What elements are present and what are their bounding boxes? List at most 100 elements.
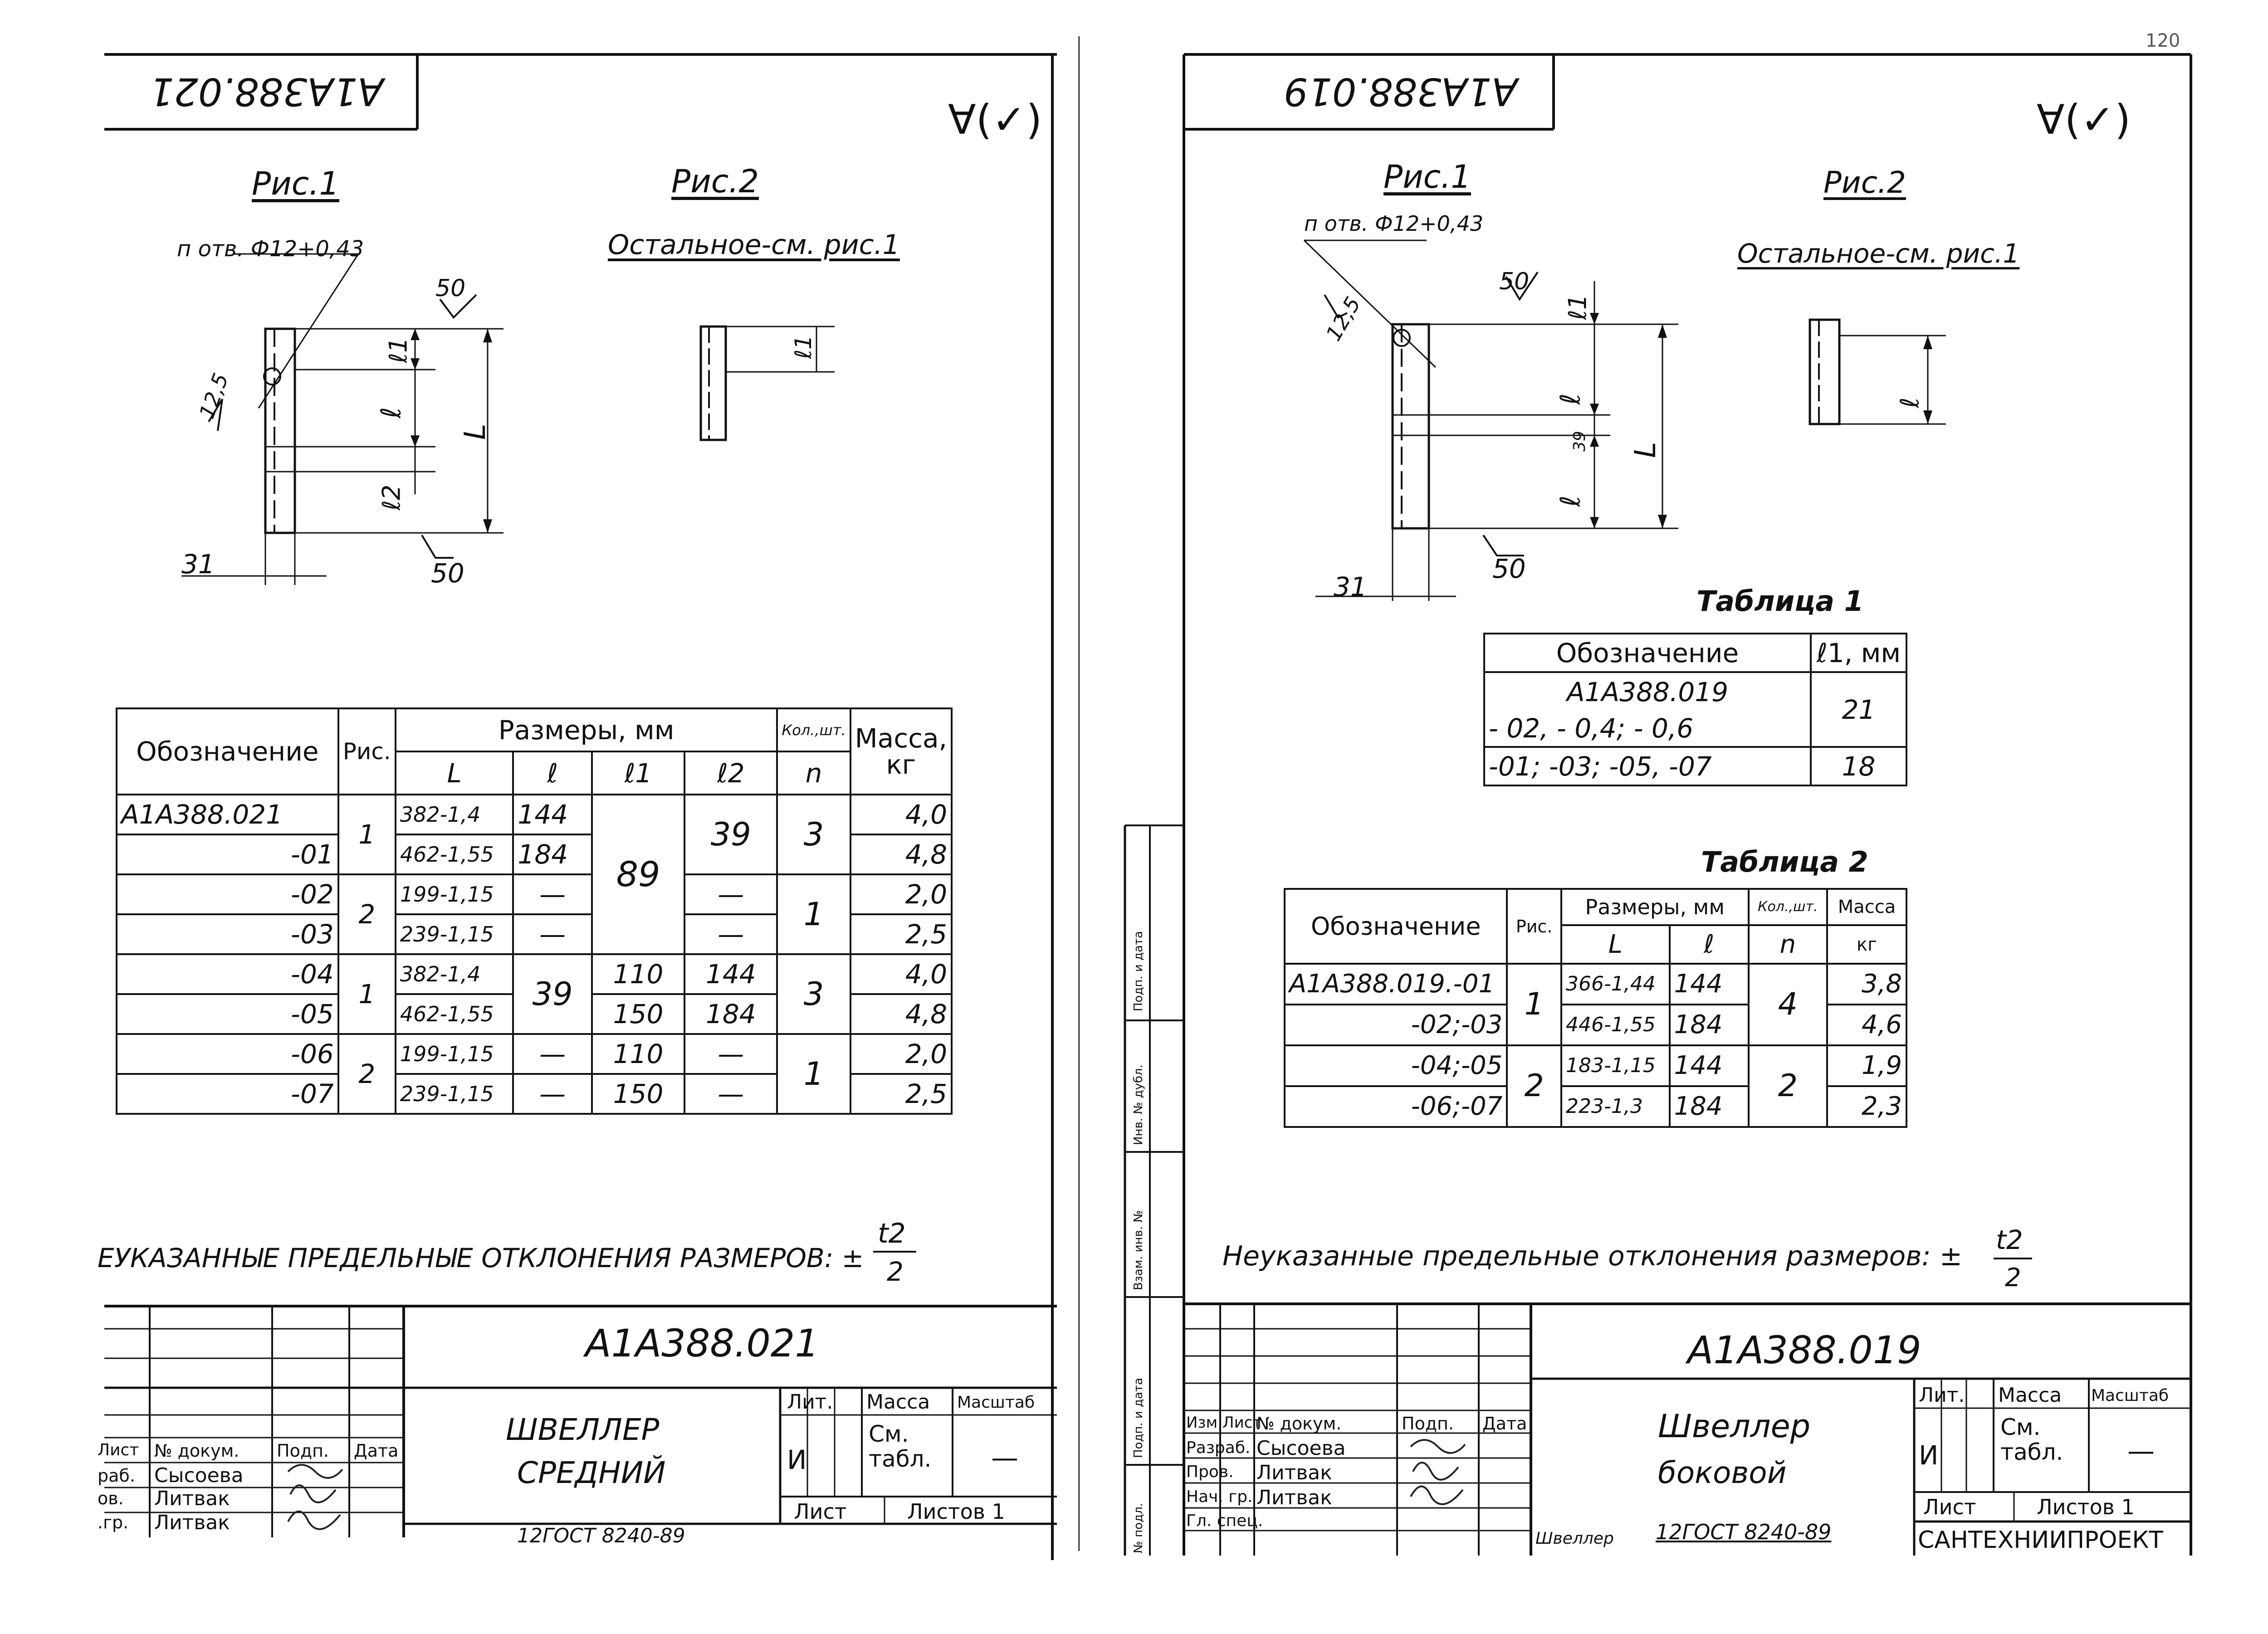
- th-L: L: [394, 751, 514, 795]
- right-dim-31: 31: [1334, 571, 1367, 602]
- left-dim-l1: ℓ1: [384, 337, 413, 363]
- right-tb-h-list: Лист: [1222, 1414, 1262, 1432]
- t2-row-des: А1А388.019.-01: [1283, 963, 1508, 1005]
- right-fig2-note: Остальное-см. рис.1: [1737, 238, 2020, 269]
- left-tb-lit: Лит.: [787, 1390, 833, 1414]
- cell-l: —: [512, 913, 593, 955]
- t2-h-mass: Масса: [1826, 888, 1907, 926]
- cell-l-merged: 39: [512, 953, 593, 1035]
- right-dim-l-top: ℓ: [1554, 393, 1587, 405]
- left-hole-label: п отв. Ф12+0,43: [177, 236, 364, 262]
- cell-l2: —: [684, 1033, 778, 1075]
- t2-cell-l: 144: [1668, 963, 1750, 1005]
- th-l: ℓ: [512, 751, 593, 795]
- cell-l1: 150: [591, 1073, 686, 1115]
- table1: Обозначение ℓ1, мм А1А388.019 21 - 02, -…: [1483, 633, 1907, 786]
- cell-mass: 2,0: [849, 1033, 953, 1075]
- t2-cell-mass: 3,8: [1826, 963, 1907, 1005]
- right-dim-L: L: [1628, 442, 1662, 458]
- th-l1: ℓ1: [591, 751, 686, 795]
- cell-L: 199-1,15: [394, 873, 514, 915]
- left-fig2-title: Рис.2: [671, 163, 759, 200]
- cell-fig: 1: [337, 953, 396, 1035]
- t2-cell-L: 366-1,44: [1560, 963, 1671, 1005]
- right-dim-50-bottom: 50: [1492, 553, 1526, 584]
- t2-h-kg: кг: [1826, 924, 1907, 965]
- right-tb-r1-role: Разраб.: [1186, 1439, 1251, 1457]
- cell-l: 144: [512, 794, 593, 835]
- cell-L: 382-1,4: [394, 953, 514, 995]
- left-tb-r1-name: Сысоева: [154, 1464, 244, 1487]
- right-page-mark: 120: [2146, 30, 2180, 51]
- right-stamp-code: А1А388.019: [1284, 69, 1518, 114]
- cell-mass: 2,0: [849, 873, 953, 915]
- cell-fig: 2: [337, 1033, 396, 1115]
- right-dim-l1: ℓ1: [1563, 294, 1592, 320]
- left-tb-name1: ШВЕЛЛЕР: [506, 1412, 660, 1447]
- t1-r1b: - 02, - 0,4; - 0,6: [1483, 711, 1812, 748]
- left-dimensions-table: Обозначение Рис. Размеры, мм Кол.,шт. Ма…: [116, 707, 953, 1115]
- left-tb-h-date: Дата: [354, 1441, 399, 1461]
- cell-mass: 4,0: [849, 953, 953, 995]
- th-mass: Масса, кг: [849, 707, 953, 795]
- left-stamp-code: А1А388.021: [150, 69, 384, 114]
- t2-cell-mass: 1,9: [1826, 1044, 1907, 1087]
- side-vzam-inv: Взам. инв. №: [1132, 1210, 1145, 1290]
- t1-r2: -01; -03; -05, -07: [1483, 746, 1812, 786]
- left-tb-name2: СРЕДНИЙ: [517, 1455, 666, 1490]
- left-dim-L: L: [458, 424, 492, 440]
- right-fig2-title: Рис.2: [1823, 165, 1906, 200]
- th-designation: Обозначение: [116, 707, 339, 795]
- left-tb-scale-val: —: [991, 1442, 1018, 1474]
- left-tb-r2-role: ов.: [98, 1488, 124, 1508]
- t2-cell-fig: 2: [1506, 1044, 1562, 1128]
- right-tb-r4-role: Гл. спец.: [1186, 1512, 1263, 1530]
- side-sign-date-2: Подп. и дата: [1132, 1377, 1145, 1458]
- cell-l2: 144: [684, 953, 778, 995]
- t2-h-qty: Кол.,шт.: [1747, 888, 1828, 926]
- cell-mass: 4,8: [849, 834, 953, 875]
- right-hole-label: п отв. Ф12+0,43: [1304, 211, 1484, 236]
- right-tb-lit: Лит.: [1919, 1384, 1965, 1407]
- cell-mass: 4,8: [849, 993, 953, 1035]
- right-tb-mass-val: См. табл.: [2000, 1414, 2063, 1465]
- cell-l2-merged: 39: [684, 794, 778, 875]
- table1-title: Таблица 1: [1696, 585, 1864, 618]
- cell-n: 1: [776, 1033, 851, 1115]
- left-fig1-title: Рис.1: [252, 165, 339, 202]
- cell-L: 239-1,15: [394, 1073, 514, 1115]
- cell-mass: 4,0: [849, 794, 953, 835]
- t2-cell-n: 4: [1747, 963, 1828, 1046]
- right-tb-h-sign: Подп.: [1402, 1414, 1454, 1434]
- left-tb-mass-val: См. табл.: [869, 1421, 932, 1472]
- cell-n: 3: [776, 794, 851, 875]
- right-tb-code: А1А388.019: [1687, 1328, 1921, 1372]
- left-frac-num: t2: [878, 1218, 906, 1249]
- right-tb-lit-val: И: [1919, 1440, 1939, 1471]
- right-tb-scale: Масштаб: [2091, 1386, 2169, 1405]
- right-tb-r3-role: Нач. гр.: [1186, 1488, 1253, 1506]
- row-des: -05: [116, 993, 339, 1035]
- t1-r2-val: 18: [1810, 746, 1907, 786]
- right-roughness-symbol: ∀(✓): [2037, 96, 2131, 144]
- cell-L: 382-1,4: [394, 794, 514, 835]
- right-fig1-title: Рис.1: [1383, 158, 1471, 195]
- right-dim-l-bottom: ℓ: [1554, 495, 1587, 507]
- row-des: -02: [116, 873, 339, 915]
- t2-h-n: n: [1747, 924, 1828, 965]
- cell-fig: 1: [337, 794, 396, 875]
- cell-l1: 150: [591, 993, 686, 1035]
- left-tolerance-note: ЕУКАЗАННЫЕ ПРЕДЕЛЬНЫЕ ОТКЛОНЕНИЯ РАЗМЕРО…: [98, 1243, 864, 1273]
- side-inv-dubl: Инв. № дубл.: [1132, 1064, 1145, 1145]
- left-dim-50-top: 50: [435, 275, 466, 302]
- row-des: -03: [116, 913, 339, 955]
- t2-row-des: -06;-07: [1283, 1085, 1508, 1128]
- th-fig: Рис.: [337, 707, 396, 795]
- right-tb-r1-name: Сысоева: [1256, 1437, 1346, 1460]
- cell-mass: 2,5: [849, 1073, 953, 1115]
- left-tb-sheets: Листов 1: [907, 1499, 1005, 1524]
- right-tb-name1: Швеллер: [1658, 1408, 1811, 1445]
- t2-cell-L: 446-1,55: [1560, 1004, 1671, 1046]
- table2: Обозначение Рис. Размеры, мм Кол.,шт. Ма…: [1283, 888, 1907, 1128]
- t2-cell-l: 144: [1668, 1044, 1750, 1087]
